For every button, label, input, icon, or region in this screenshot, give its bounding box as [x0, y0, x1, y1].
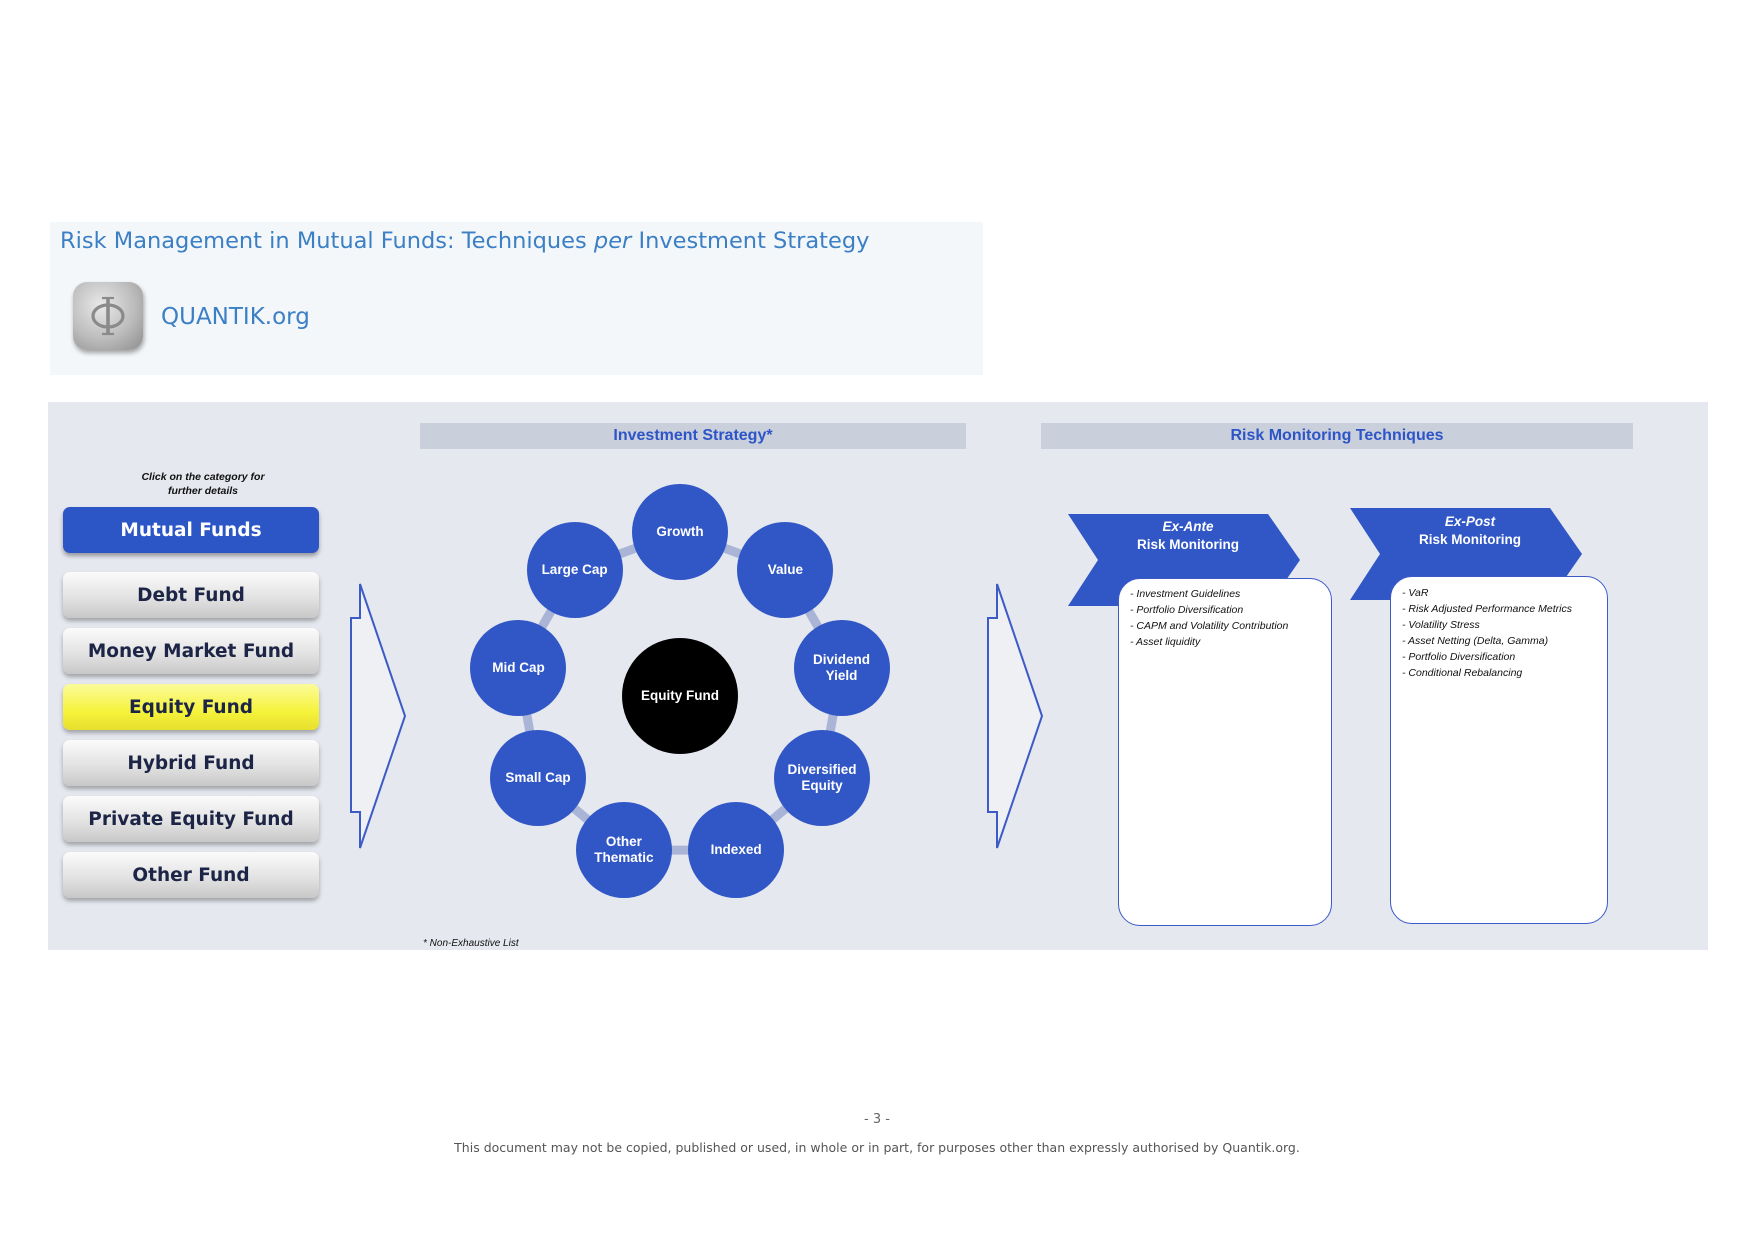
strategy-node-diversified-equity: Diversified Equity: [774, 730, 871, 826]
technique-item: - Portfolio Diversification: [1130, 604, 1244, 616]
technique-item: - Risk Adjusted Performance Metrics: [1402, 603, 1572, 615]
ex-post-list: - VaR - Risk Adjusted Performance Metrics…: [1402, 585, 1572, 681]
page-number: - 3 -: [864, 1112, 890, 1127]
strategy-node-small-cap: Small Cap: [489, 730, 586, 826]
strategy-node-indexed: Indexed: [688, 802, 785, 899]
technique-item: - CAPM and Volatility Contribution: [1130, 620, 1289, 632]
ex-ante-list: - Investment Guidelines - Portfolio Diver…: [1130, 586, 1288, 650]
diagram-panel: Investment Strategy* Risk Monitoring Tec…: [48, 402, 1708, 950]
technique-item: - Asset Netting (Delta, Gamma): [1402, 635, 1549, 647]
fund-button-private-equity[interactable]: Private Equity Fund: [63, 796, 319, 842]
ex-ante-title: Ex-Ante Risk Monitoring: [1137, 519, 1239, 552]
phi-logo-icon: [73, 282, 143, 350]
technique-item: - Investment Guidelines: [1130, 588, 1241, 600]
strategy-header: Investment Strategy*: [420, 423, 966, 449]
fund-button-other[interactable]: Other Fund: [63, 852, 319, 898]
strategy-node-value: Value: [737, 522, 834, 619]
flow-arrow-icon: [987, 583, 1044, 849]
brand-name: QUANTIK.org: [161, 304, 310, 330]
strategy-node-growth: Growth: [632, 484, 728, 580]
fund-button-hybrid[interactable]: Hybrid Fund: [63, 740, 319, 786]
footnote: * Non-Exhaustive List: [423, 938, 519, 949]
category-hint: Click on the category for further detail…: [141, 471, 265, 497]
disclaimer: This document may not be copied, publish…: [454, 1140, 1300, 1155]
ex-post-box: [1390, 576, 1608, 924]
strategy-node-other-thematic: Other Thematic: [575, 802, 672, 899]
technique-item: - Volatility Stress: [1402, 619, 1480, 631]
monitoring-header: Risk Monitoring Techniques: [1041, 423, 1633, 449]
fund-button-debt[interactable]: Debt Fund: [63, 572, 319, 618]
fund-button-money-market[interactable]: Money Market Fund: [63, 628, 319, 674]
ex-ante-box: [1118, 578, 1332, 926]
center-node-equity-fund: Equity Fund: [622, 638, 738, 754]
technique-item: - Portfolio Diversification: [1402, 651, 1516, 663]
header-box: Risk Management in Mutual Funds: Techniq…: [50, 222, 983, 375]
technique-item: - Conditional Rebalancing: [1402, 667, 1523, 679]
page-title: Risk Management in Mutual Funds: Techniq…: [60, 228, 870, 254]
flow-arrow-icon: [350, 583, 407, 849]
fund-button-equity[interactable]: Equity Fund: [63, 684, 319, 730]
technique-item: - Asset liquidity: [1130, 636, 1201, 648]
technique-item: - VaR: [1402, 587, 1429, 599]
strategy-node-large-cap: Large Cap: [526, 522, 623, 619]
strategy-node-dividend-yield: Dividend Yield: [793, 619, 890, 716]
ex-post-title: Ex-Post Risk Monitoring: [1419, 514, 1521, 547]
strategy-node-mid-cap: Mid Cap: [470, 619, 567, 716]
mutual-funds-button[interactable]: Mutual Funds: [63, 507, 319, 553]
